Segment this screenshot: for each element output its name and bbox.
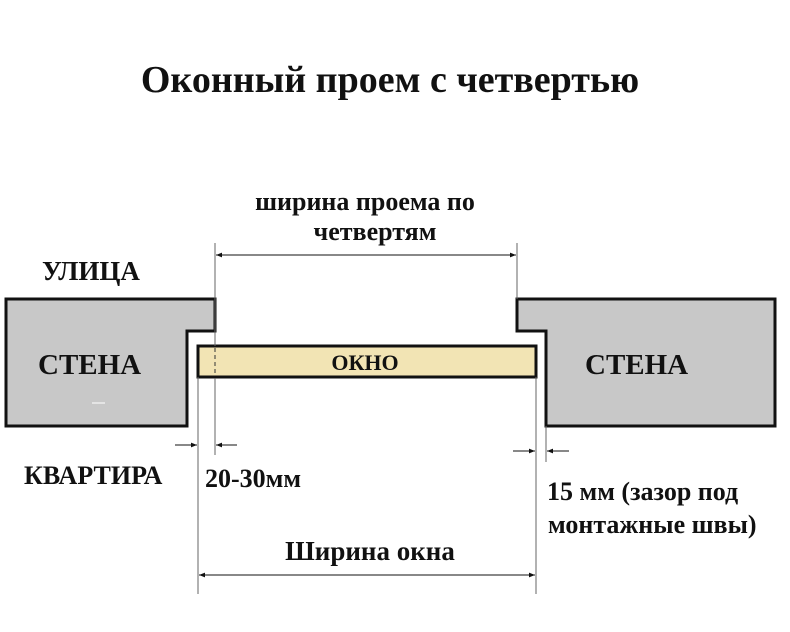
label-wall-right: СТЕНА: [585, 349, 688, 381]
diagram-title: Оконный проем с четвертью: [141, 59, 639, 101]
label-quarter-overlap: 20-30мм: [205, 464, 301, 493]
label-apartment: КВАРТИРА: [24, 461, 163, 490]
label-street: УЛИЦА: [42, 256, 140, 286]
label-opening-width-1: ширина проема по: [255, 187, 475, 216]
label-window: ОКНО: [331, 350, 398, 375]
label-opening-width-2: четвертям: [314, 217, 437, 246]
label-gap-2: монтажные швы): [548, 510, 757, 539]
label-gap-1: 15 мм (зазор под: [547, 477, 738, 506]
label-window-width: Ширина окна: [285, 536, 455, 566]
label-wall-left: СТЕНА: [38, 349, 141, 381]
window-frame: [196, 344, 538, 379]
